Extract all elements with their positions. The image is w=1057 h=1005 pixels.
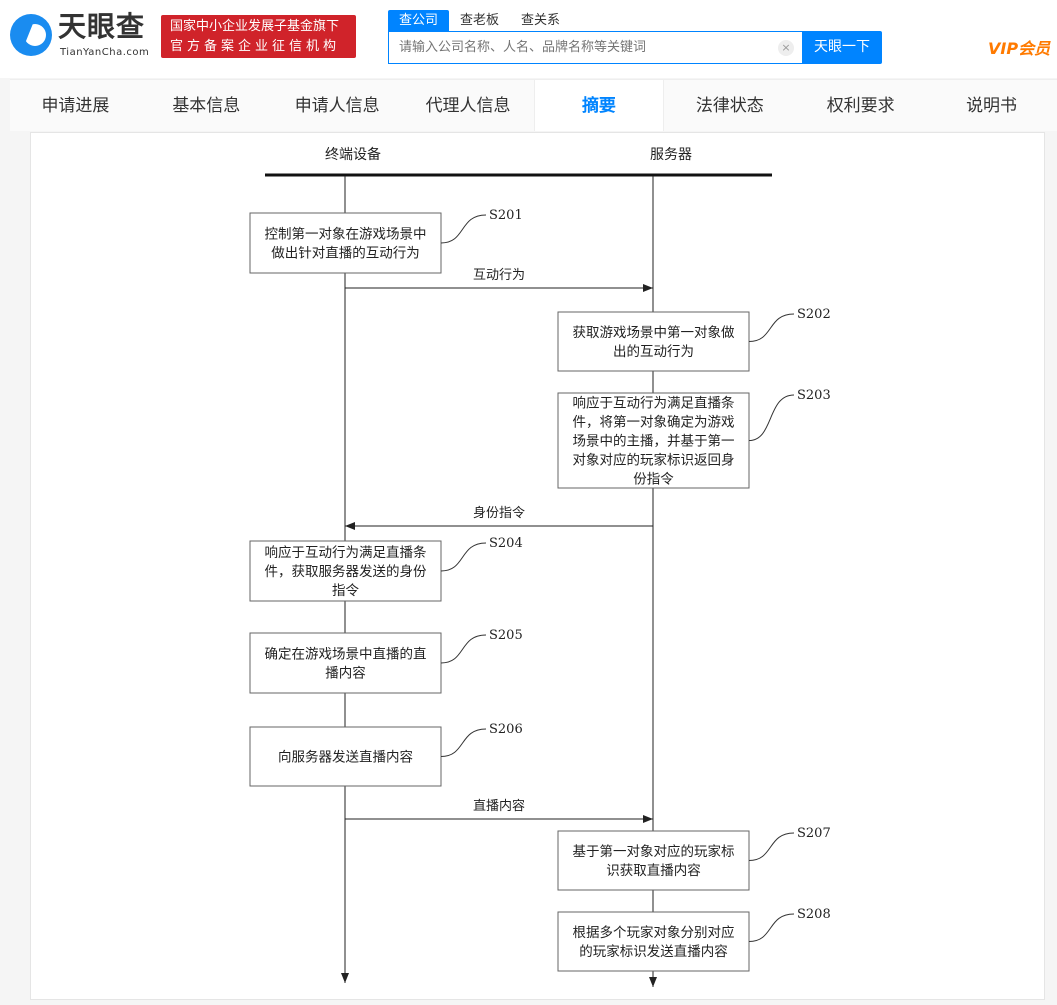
step-text: 份指令: [633, 472, 674, 488]
step-box: [249, 632, 442, 694]
badge-line2: 官方备案企业征信机构: [170, 39, 341, 54]
logo-eye-icon: [10, 14, 52, 56]
vip-link[interactable]: VIP会员: [988, 39, 1051, 58]
step-box: [249, 212, 442, 274]
step-text: 场景中的主播，并基于第一: [573, 433, 735, 450]
step-text: 识获取直播内容: [606, 862, 701, 879]
logo[interactable]: 天眼查 TianYanCha.com: [10, 10, 155, 62]
step-id: S203: [797, 388, 831, 403]
step-text: 响应于互动行为满足直播条: [265, 544, 427, 561]
step-id: S204: [489, 536, 523, 551]
step-text: 的玩家标识发送直播内容: [579, 943, 728, 960]
step-id: S207: [797, 826, 831, 841]
step-text: 根据多个玩家对象分别对应: [573, 924, 735, 941]
step-text: 控制第一对象在游戏场景中: [265, 226, 427, 243]
leader-line: [440, 728, 487, 757]
search-button[interactable]: 天眼一下: [802, 31, 882, 64]
leader-line: [748, 394, 795, 441]
step-id: S202: [797, 307, 831, 322]
tab-company[interactable]: 查公司: [388, 10, 450, 31]
step-text: 确定在游戏场景中直播的直: [265, 647, 427, 663]
nav-item-1[interactable]: 基本信息: [172, 96, 241, 116]
leader-line: [748, 913, 795, 942]
logo-text: 天眼查: [58, 10, 146, 43]
step-text: 向服务器发送直播内容: [278, 749, 413, 766]
search-input[interactable]: [389, 32, 769, 63]
message-label: 直播内容: [473, 798, 525, 814]
header: 天眼查 TianYanCha.com 国家中小企业发展子基金旗下 官方备案企业征…: [0, 0, 1057, 78]
tab-boss[interactable]: 查老板: [460, 13, 500, 28]
step-text: 出的互动行为: [613, 344, 694, 360]
nav-item-0[interactable]: 申请进展: [41, 96, 110, 116]
nav-item-3[interactable]: 代理人信息: [425, 96, 511, 116]
leader-line: [440, 542, 487, 572]
section-nav: 申请进展 基本信息 申请人信息 代理人信息 摘要 法律状态 权利要求 说明书: [10, 79, 1057, 131]
step-id: S205: [489, 628, 523, 643]
abstract-figure: 终端设备 服务器互动行为身份指令直播内容 控制第一对象在游戏场景中做出针对直播的互动…: [30, 132, 1045, 1000]
leader-line: [748, 313, 795, 342]
badge-line1: 国家中小企业发展子基金旗下: [170, 19, 340, 34]
logo-domain: TianYanCha.com: [60, 47, 150, 58]
step-id: S208: [797, 907, 831, 922]
leader-line: [440, 214, 487, 244]
step-text: 件，获取服务器发送的身份: [265, 564, 427, 580]
leader-line: [748, 832, 795, 861]
step-box: [557, 911, 750, 972]
lane-label-terminal: 终端设备: [325, 146, 381, 163]
leader-line: [440, 634, 487, 664]
step-text: 基于第一对象对应的玩家标: [573, 843, 735, 860]
step-box: [557, 392, 750, 489]
step-box: [557, 311, 750, 372]
search-tabs: 查公司 查老板 查关系: [388, 10, 571, 31]
message-label: 互动行为: [473, 268, 525, 283]
certification-badge: 国家中小企业发展子基金旗下 官方备案企业征信机构: [161, 15, 356, 58]
step-text: 做出针对直播的互动行为: [271, 246, 420, 262]
step-text: 响应于互动行为满足直播条: [573, 395, 735, 412]
clear-icon[interactable]: ×: [778, 40, 794, 56]
step-text: 获取游戏场景中第一对象做: [573, 324, 735, 341]
message-label: 身份指令: [473, 505, 525, 521]
tab-relation[interactable]: 查关系: [521, 13, 561, 28]
nav-item-6[interactable]: 权利要求: [826, 96, 895, 116]
nav-item-7[interactable]: 说明书: [966, 96, 1018, 116]
step-box: [557, 830, 750, 891]
lane-label-server: 服务器: [650, 147, 692, 163]
step-id: S206: [489, 722, 523, 737]
step-text: 播内容: [325, 665, 366, 682]
step-text: 对象对应的玩家标识返回身: [573, 452, 735, 469]
search-box: ×: [388, 31, 802, 64]
step-text: 件，将第一对象确定为游戏: [573, 414, 735, 431]
step-text: 指令: [332, 583, 359, 599]
nav-item-5[interactable]: 法律状态: [695, 96, 764, 116]
nav-item-2[interactable]: 申请人信息: [294, 96, 380, 116]
nav-item-4[interactable]: 摘要: [533, 80, 665, 131]
step-id: S201: [489, 208, 523, 223]
